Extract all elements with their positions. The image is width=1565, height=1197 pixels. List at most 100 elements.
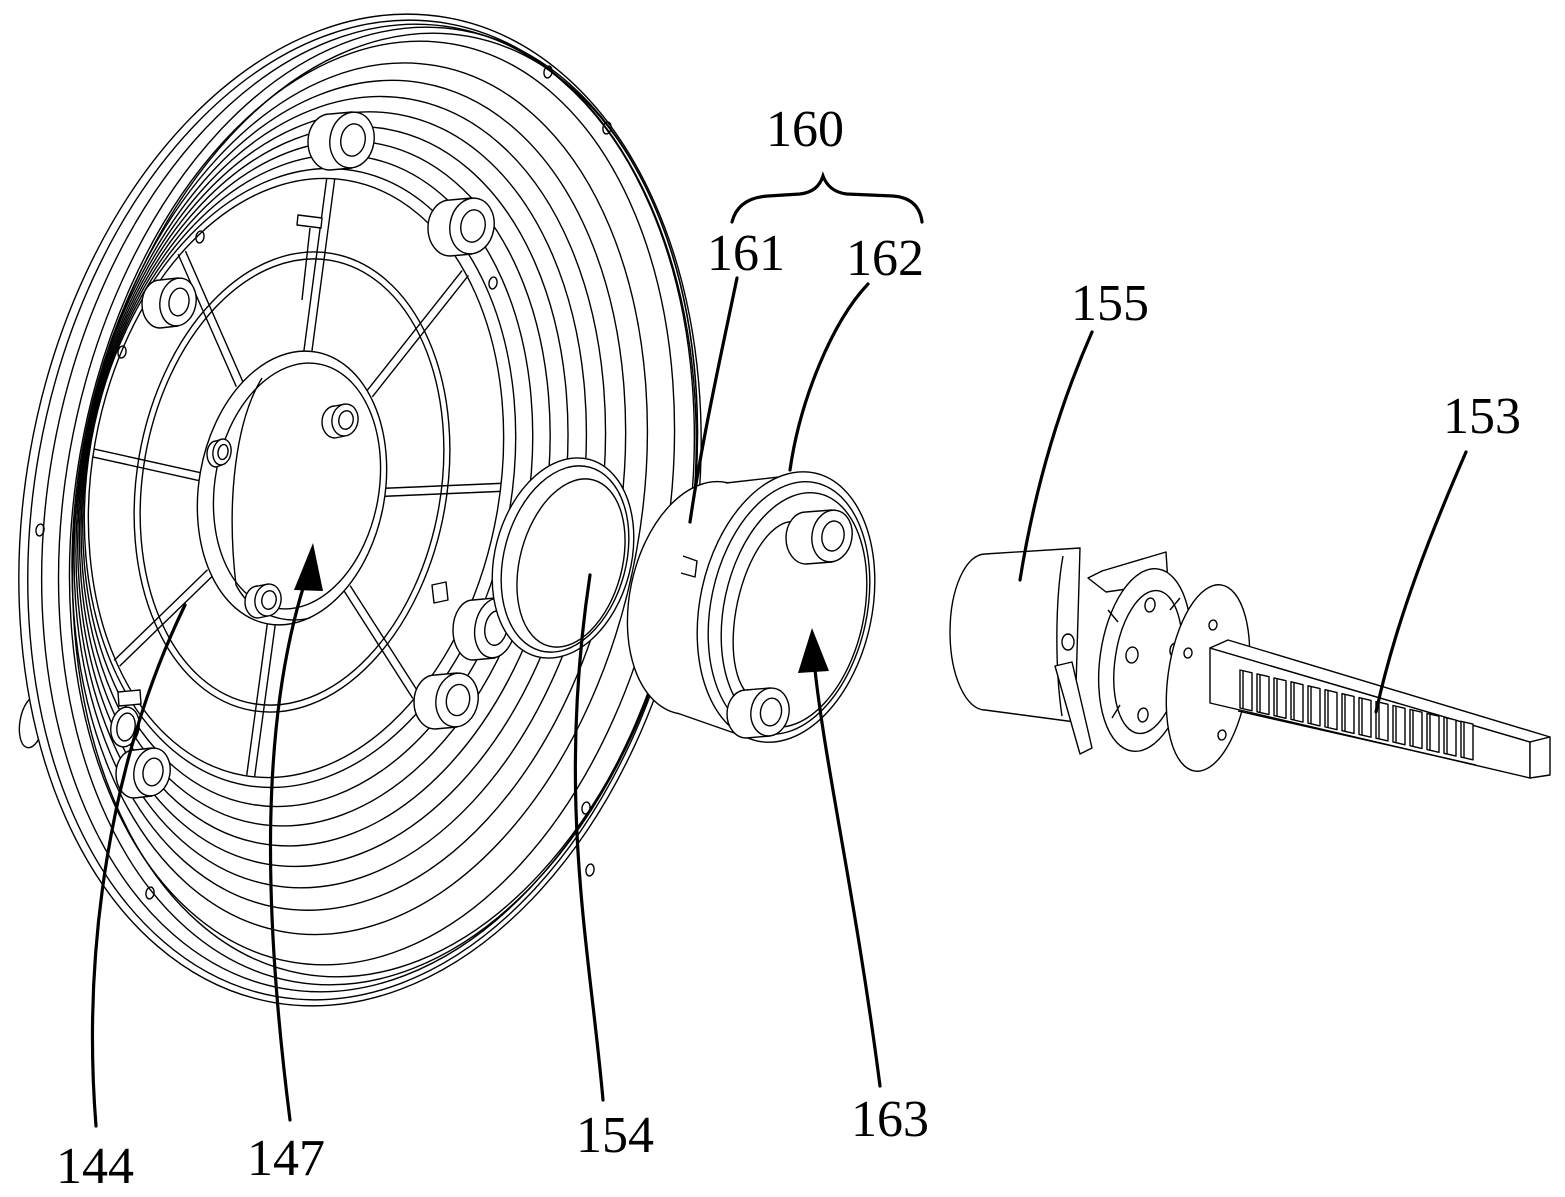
disc-boss-hole: [168, 287, 190, 317]
collar-155-body: [949, 547, 1081, 723]
rack-tooth: [1443, 716, 1457, 757]
disc-hole: [602, 121, 612, 135]
leader-line-155: [1018, 330, 1094, 582]
drive-collar-155: [949, 547, 1251, 772]
grid-rib-edge: [365, 270, 463, 393]
sleeve-inner-boss-face: [750, 687, 790, 737]
grid-rib-edge: [385, 482, 501, 489]
grid-rib-edge: [311, 179, 336, 352]
grid-rib-edge: [371, 274, 469, 398]
rack-tooth: [1341, 692, 1355, 735]
grid-rib-edge: [92, 456, 199, 482]
label-153: 153: [1443, 388, 1521, 445]
disc-hole: [35, 523, 45, 537]
hub-pin-hole: [338, 410, 354, 430]
disc-hole: [543, 65, 553, 79]
grid-rib-edge: [349, 585, 421, 695]
disc-loop-hole: [116, 712, 136, 742]
leader-line-161: [688, 276, 739, 524]
flange-hole: [1217, 729, 1227, 741]
disc-hole: [581, 801, 591, 815]
rack-tooth: [1273, 677, 1287, 720]
collar-155-lower-tab: [1054, 661, 1093, 755]
label-163: 163: [851, 1091, 929, 1148]
disc-boss-face: [133, 747, 171, 797]
sleeve-163-bore-edge: [732, 520, 797, 701]
hub-pin-hole: [261, 590, 277, 610]
disc-hole: [195, 230, 205, 244]
hub-pin-face: [254, 583, 282, 617]
sleeve-assembly-160: [626, 471, 876, 743]
rack-153: [1209, 639, 1551, 779]
disc-boss-hole: [460, 209, 486, 243]
label-161: 161: [707, 225, 785, 282]
grid-rib-edge: [303, 178, 328, 351]
disc-boss-hole: [340, 123, 366, 157]
disc-boss-hole: [445, 683, 471, 717]
leader-line-147: [268, 583, 306, 1122]
bearing-cage-hole: [1144, 597, 1156, 613]
grid-rib-edge: [177, 253, 237, 387]
grid-rib-edge: [119, 575, 214, 667]
grid-rib-edge: [184, 250, 245, 384]
grid-middle-ring: [133, 251, 451, 713]
disc-hole: [145, 886, 155, 900]
bearing-cage-bar: [1107, 609, 1119, 623]
leader-lines: [90, 171, 1468, 1128]
rack-tooth: [1409, 708, 1423, 750]
arrow-head-147: [294, 543, 323, 591]
rack-tooth: [1324, 689, 1338, 731]
brace-160: [730, 171, 924, 224]
leader-line-163: [813, 668, 882, 1088]
seal-ring-154: [452, 457, 635, 661]
hub-pin-face: [331, 403, 359, 437]
label-154: 154: [576, 1107, 654, 1164]
leader-line-144: [90, 603, 187, 1128]
rack-tooth: [1256, 673, 1270, 716]
rack-tooth: [1307, 685, 1321, 727]
rack-end-face: [1529, 736, 1551, 779]
disc-boss-face: [329, 111, 375, 169]
disc-boss-hole: [142, 757, 164, 787]
bearing-cage-bar: [1111, 704, 1121, 719]
disc-boss-face: [159, 277, 197, 327]
disc-rib-top: [301, 227, 311, 301]
disc-tab: [431, 581, 449, 604]
arrow-head-163: [798, 628, 829, 673]
grid-middle-ring-inner: [139, 258, 445, 706]
flange-hole: [1208, 619, 1218, 631]
disc-boss-face: [435, 672, 479, 728]
disc-hole: [488, 276, 498, 290]
leader-line-153: [1374, 450, 1468, 714]
grid-boundary-ring: [87, 177, 505, 779]
bearing-cage-bar: [1169, 597, 1181, 611]
rack-tooth: [1392, 704, 1406, 746]
disc-boss-face: [449, 197, 495, 255]
label-162: 162: [846, 230, 924, 287]
label-147: 147: [247, 1130, 325, 1187]
grid-rib-edge: [113, 569, 208, 661]
rack-tooth: [1239, 669, 1253, 712]
grid-rib-edge: [245, 623, 268, 777]
bearing-cage-center: [1125, 646, 1139, 664]
leader-line-162: [788, 282, 870, 472]
collar-155-step: [1056, 555, 1064, 717]
rack-tooth: [1358, 696, 1372, 738]
disc-tab: [117, 689, 142, 707]
disc-hole: [585, 863, 595, 877]
disc-dish-ring: [71, 62, 649, 936]
grid-rib-edge: [253, 624, 276, 778]
grid-rib-edge: [94, 448, 201, 474]
seal-154-face: [516, 478, 626, 648]
sleeve-inner-boss-face: [811, 509, 853, 563]
disc-tab: [296, 214, 323, 229]
sleeve-161-notch: [680, 555, 698, 578]
rack-tooth-root-line: [1237, 710, 1477, 766]
rack-tooth: [1290, 681, 1304, 723]
bearing-cage-hole: [1137, 707, 1149, 723]
seal-154-outer: [491, 457, 635, 659]
grid-rib-edge: [342, 589, 414, 699]
hub-147-bore-wall: [231, 377, 263, 586]
collar-155-screw-hole: [1061, 633, 1075, 651]
